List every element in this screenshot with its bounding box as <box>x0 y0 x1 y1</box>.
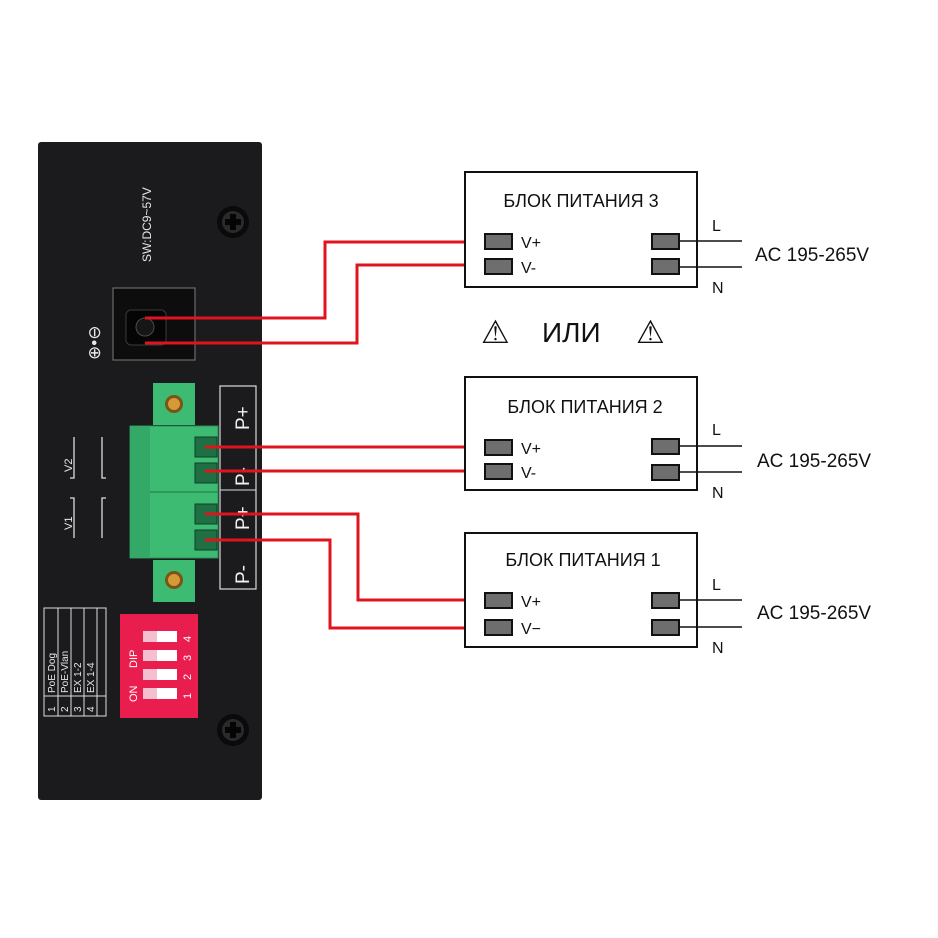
or-label: ИЛИ <box>542 317 601 348</box>
dip-number-4: 4 <box>182 636 194 642</box>
dip-legend-num-2: 2 <box>60 706 71 712</box>
psu-3-vplus-terminal[interactable] <box>484 233 513 250</box>
warning-left-icon: ⚠ <box>481 314 510 350</box>
terminal-label-p-plus-1: P+ <box>233 506 254 530</box>
dip-switch-3[interactable] <box>143 650 177 661</box>
psu-3-vplus-label: V+ <box>521 235 541 252</box>
v2-bracket <box>70 437 106 479</box>
psu-3: БЛОК ПИТАНИЯ 3 V+ V- L N AC 195-265V <box>464 171 869 297</box>
barrel-polarity-symbol: ⊕•⊖ <box>85 326 104 360</box>
psu-1-ac-label: AC 195-265V <box>757 603 871 624</box>
psu-1-vminus-terminal[interactable] <box>484 619 513 636</box>
wire-psu3-vminus <box>145 263 486 345</box>
psu-3-vminus-terminal[interactable] <box>484 258 513 275</box>
wire-psu3-vplus <box>145 240 486 320</box>
psu-1-vplus-label: V+ <box>521 594 541 611</box>
dip-legend-text-3: EX 1-2 <box>73 662 84 693</box>
dip-header-dip: DIP <box>128 650 140 668</box>
warning-right-icon: ⚠ <box>636 314 665 350</box>
terminal-label-p-minus-1: P- <box>233 565 254 584</box>
dip-legend-table: 1 PoE Dog 2 PoE-Vlan 3 EX 1-2 4 EX 1-4 <box>43 607 107 717</box>
sw-voltage-label: SW:DC9~57V <box>140 187 154 262</box>
dip-legend-text-2: PoE-Vlan <box>60 651 71 693</box>
dip-legend-num-3: 3 <box>73 706 84 712</box>
terminal-screw-top-icon <box>165 395 183 413</box>
top-screw-icon <box>217 206 249 238</box>
wire-psu1-vminus <box>205 538 486 630</box>
v1-bracket <box>70 497 106 538</box>
psu-3-ac-label: AC 195-265V <box>755 245 869 266</box>
dip-legend-text-1: PoE Dog <box>47 653 58 693</box>
psu-2-vminus-label: V- <box>521 465 536 482</box>
psu-2-ac-label: AC 195-265V <box>757 451 871 472</box>
psu-2-n-label: N <box>712 485 724 502</box>
psu-3-l-label: L <box>712 218 721 235</box>
psu-3-title: БЛОК ПИТАНИЯ 3 <box>503 191 658 211</box>
psu-1-vminus-label: V− <box>521 621 541 638</box>
dip-switch-1[interactable] <box>143 688 177 699</box>
dip-legend-num-4: 4 <box>86 706 97 712</box>
psu-2-l-label: L <box>712 422 721 439</box>
terminal-label-frame <box>219 385 257 590</box>
v2-label: V2 <box>63 459 75 472</box>
dip-header-on: ON <box>128 685 140 702</box>
dip-number-2: 2 <box>182 674 194 680</box>
psu-3-l-terminal[interactable] <box>651 233 680 250</box>
psu-1-n-label: N <box>712 640 724 657</box>
psu-2-vplus-terminal[interactable] <box>484 439 513 456</box>
terminal-label-p-plus-2: P+ <box>233 406 254 430</box>
psu-1-vplus-terminal[interactable] <box>484 592 513 609</box>
psu-2-title: БЛОК ПИТАНИЯ 2 <box>507 397 662 417</box>
psu-3-n-terminal[interactable] <box>651 258 680 275</box>
dip-legend-text-4: EX 1-4 <box>86 662 97 693</box>
wire-psu1-vplus <box>205 512 486 602</box>
psu-1-l-label: L <box>712 577 721 594</box>
psu-2-vplus-label: V+ <box>521 441 541 458</box>
v1-label: V1 <box>63 517 75 530</box>
psu-3-n-label: N <box>712 280 724 297</box>
psu-2: БЛОК ПИТАНИЯ 2 V+ V- L N AC 195-265V <box>464 376 871 502</box>
wires <box>145 240 486 630</box>
dip-number-1: 1 <box>182 693 194 699</box>
psu-2-l-terminal[interactable] <box>651 438 680 455</box>
psu-2-n-terminal[interactable] <box>651 464 680 481</box>
device-panel: SW:DC9~57V ⊕•⊖ V2 V1 <box>38 142 262 800</box>
dip-legend-num-1: 1 <box>47 706 58 712</box>
psu-1-n-terminal[interactable] <box>651 619 680 636</box>
psu-2-vminus-terminal[interactable] <box>484 463 513 480</box>
bottom-screw-icon <box>217 714 249 746</box>
psu-1: БЛОК ПИТАНИЯ 1 V+ V− L N AC 195-265V <box>464 532 871 657</box>
psu-1-l-terminal[interactable] <box>651 592 680 609</box>
alternative-indicator: ⚠ ИЛИ ⚠ <box>481 314 665 350</box>
psu-3-vminus-label: V- <box>521 260 536 277</box>
psu-1-title: БЛОК ПИТАНИЯ 1 <box>505 550 660 570</box>
dip-number-3: 3 <box>182 655 194 661</box>
dip-switch-4[interactable] <box>143 631 177 642</box>
terminal-screw-bottom-icon <box>165 571 183 589</box>
dip-switch[interactable]: DIP ON 4 3 2 1 <box>120 614 198 718</box>
dip-switch-2[interactable] <box>143 669 177 680</box>
dc-barrel-jack[interactable] <box>112 287 196 361</box>
